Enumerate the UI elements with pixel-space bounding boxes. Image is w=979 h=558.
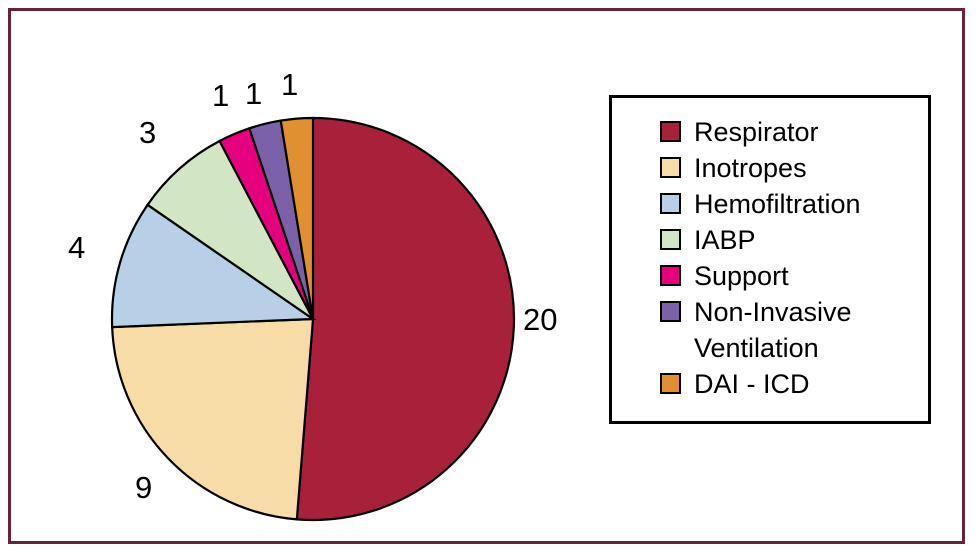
legend-swatch-icon xyxy=(660,373,681,394)
legend-item[interactable]: Inotropes xyxy=(660,150,922,186)
legend-swatch-icon xyxy=(660,121,681,142)
data-label-dai-icd: 1 xyxy=(281,67,299,102)
data-label-hemofiltration: 4 xyxy=(68,230,86,265)
legend-item-label: Support xyxy=(694,261,789,291)
legend-item-label: Respirator xyxy=(694,117,819,147)
legend-item-label-line2: Ventilation xyxy=(694,333,819,363)
legend-swatch-icon xyxy=(660,301,681,322)
data-label-inotropes: 9 xyxy=(135,470,153,505)
legend-item-label: Non-Invasive xyxy=(694,297,852,327)
legend-item[interactable]: Respirator xyxy=(660,114,922,150)
data-label-iabp: 3 xyxy=(139,115,157,150)
pie-slice xyxy=(111,317,315,521)
legend-item-continuation: Ventilation xyxy=(660,330,922,366)
pie-slice xyxy=(279,116,315,320)
legend-item-label: Inotropes xyxy=(694,153,807,183)
legend-item[interactable]: Hemofiltration xyxy=(660,186,922,222)
legend-item-label: IABP xyxy=(694,225,756,255)
pie-chart xyxy=(110,116,516,522)
data-label-respirator: 20 xyxy=(523,302,558,337)
legend-item[interactable]: DAI - ICD xyxy=(660,366,922,402)
pie-chart-svg xyxy=(110,116,516,522)
legend-item[interactable]: Non-Invasive xyxy=(660,294,922,330)
data-label-non-invasive-ventilation: 1 xyxy=(245,76,263,111)
pie-slice xyxy=(146,139,314,320)
legend-swatch-icon xyxy=(660,265,681,286)
legend-item-label: Hemofiltration xyxy=(694,189,861,219)
legend-item-label: DAI - ICD xyxy=(694,369,810,399)
data-label-support: 1 xyxy=(212,78,230,113)
legend-swatch-icon xyxy=(660,229,681,250)
pie-slice xyxy=(110,203,317,329)
legend-swatch-icon xyxy=(660,193,681,214)
legend-item[interactable]: Support xyxy=(660,258,922,294)
legend-item[interactable]: IABP xyxy=(660,222,922,258)
legend-swatch-icon xyxy=(660,157,681,178)
pie-slice xyxy=(295,116,516,522)
